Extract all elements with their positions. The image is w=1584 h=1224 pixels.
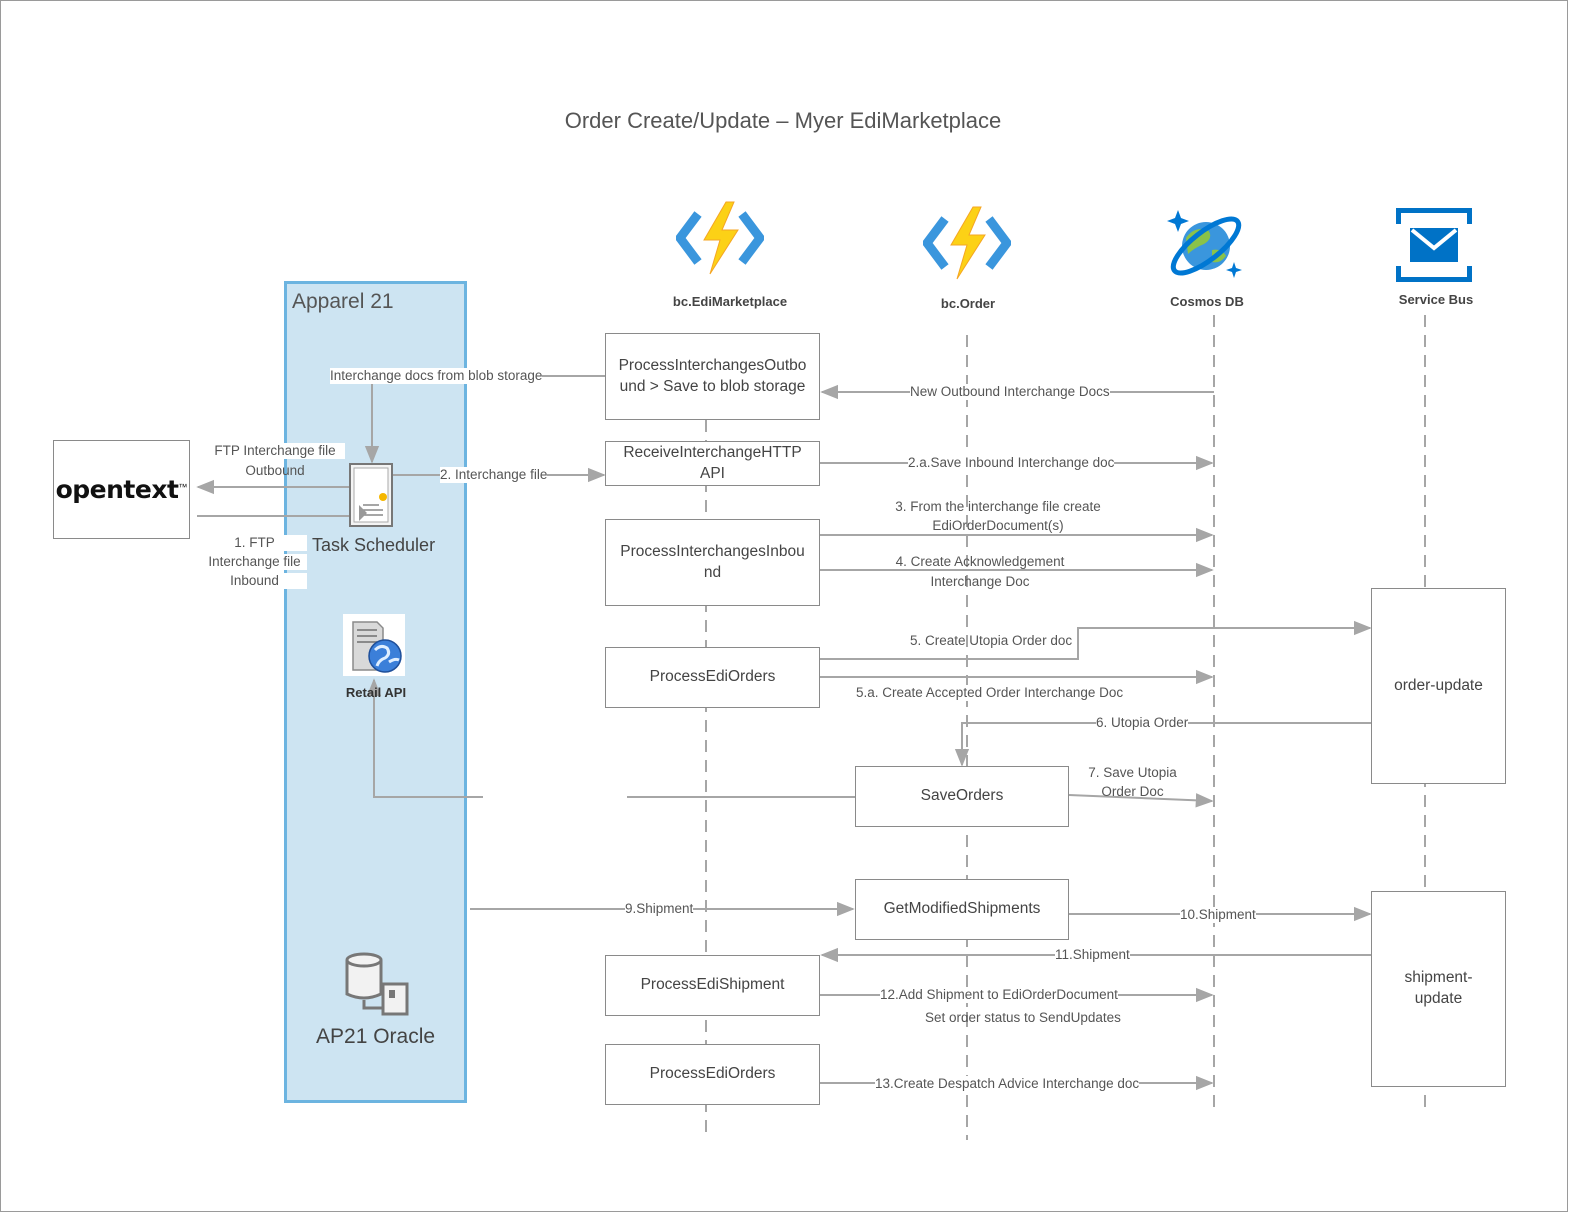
diagram-title: Order Create/Update – Myer EdiMarketplac…	[564, 108, 1002, 133]
get-modified-shipments-box: GetModifiedShipments	[855, 879, 1069, 940]
shipment-update-topic-box: shipment- update	[1371, 891, 1506, 1087]
label-new-outbound: New Outbound Interchange Docs	[910, 384, 1110, 401]
label-utopia-doc: 5. Create Utopia Order doc	[910, 633, 1073, 648]
label-interchange-file: 2. Interchange file	[440, 467, 548, 484]
label-ftp-inbound-line3: Inbound	[202, 573, 307, 590]
azure-function-icon	[923, 206, 1011, 280]
label-shipment-11: 11.Shipment	[1055, 947, 1130, 964]
label-accepted-order: 5.a. Create Accepted Order Interchange D…	[856, 685, 1124, 702]
task-scheduler-label: Task Scheduler	[312, 535, 436, 555]
label-despatch: 13.Create Despatch Advice Interchange do…	[875, 1076, 1140, 1093]
task-scheduler-icon	[349, 463, 393, 527]
process-edi-orders-despatch-box: ProcessEdiOrders	[605, 1044, 820, 1105]
label-set-status: Set order status to SendUpdates	[925, 1010, 1121, 1025]
retail-api-server-icon	[343, 614, 405, 676]
label-shipment-9: 9.Shipment	[625, 901, 694, 918]
cosmos-db-icon	[1167, 210, 1242, 278]
process-edi-shipment-box: ProcessEdiShipment	[605, 955, 820, 1016]
swimlane-title: Apparel 21	[292, 290, 394, 313]
service-cosmos-label: Cosmos DB	[1170, 294, 1244, 309]
trademark-mark: ™	[178, 482, 188, 492]
arrow-utopia-order	[954, 722, 1371, 767]
order-update-topic-box: order-update	[1371, 588, 1506, 784]
database-icon	[345, 952, 409, 1016]
label-ack-line2: Interchange Doc	[930, 574, 1030, 589]
retail-api-label: Retail API	[345, 685, 407, 700]
label-shipment-10: 10.Shipment	[1180, 907, 1256, 924]
label-ftp-outbound-line2: Outbound	[245, 463, 305, 478]
label-from-file-line2: EdiOrderDocument(s)	[932, 518, 1064, 533]
label-save-inbound: 2.a.Save Inbound Interchange doc	[908, 455, 1115, 472]
opentext-logo: opentext	[55, 474, 179, 504]
azure-function-icon	[676, 201, 764, 275]
receive-interchange-http-box: ReceiveInterchangeHTTP API	[605, 441, 820, 486]
service-servicebus-label: Service Bus	[1398, 292, 1474, 307]
label-utopia-order: 6. Utopia Order	[1096, 715, 1189, 732]
label-save-utopia-line1: 7. Save Utopia	[1088, 765, 1177, 780]
label-blob-docs: Interchange docs from blob storage	[330, 368, 543, 385]
arrow-saveorders-retail	[366, 678, 483, 798]
label-ftp-inbound-line1: 1. FTP	[202, 535, 307, 552]
label-ack-line1: 4. Create Acknowledgement	[895, 554, 1065, 569]
ap21-oracle-label: AP21 Oracle	[316, 1025, 436, 1048]
process-edi-orders-box: ProcessEdiOrders	[605, 647, 820, 708]
process-interchanges-inbound-box: ProcessInterchangesInbou nd	[605, 519, 820, 606]
arrow-save-utopia	[1068, 793, 1214, 808]
label-ftp-inbound-line2: Interchange file	[202, 554, 307, 571]
arrow-utopia-doc	[820, 620, 1372, 660]
label-add-shipment: 12.Add Shipment to EdiOrderDocument	[880, 987, 1118, 1004]
service-edimarketplace-label: bc.EdiMarketplace	[672, 294, 788, 309]
label-ftp-outbound-line1: FTP Interchange file	[205, 443, 345, 460]
save-orders-box: SaveOrders	[855, 766, 1069, 827]
service-order-label: bc.Order	[940, 296, 996, 311]
process-interchanges-outbound-box: ProcessInterchangesOutbo und > Save to b…	[605, 333, 820, 420]
service-bus-icon	[1396, 208, 1472, 282]
label-from-file-line1: 3. From the interchange file create	[895, 499, 1101, 514]
label-save-utopia-line2: Order Doc	[1101, 784, 1164, 799]
arrow-blob-docs	[364, 375, 605, 464]
